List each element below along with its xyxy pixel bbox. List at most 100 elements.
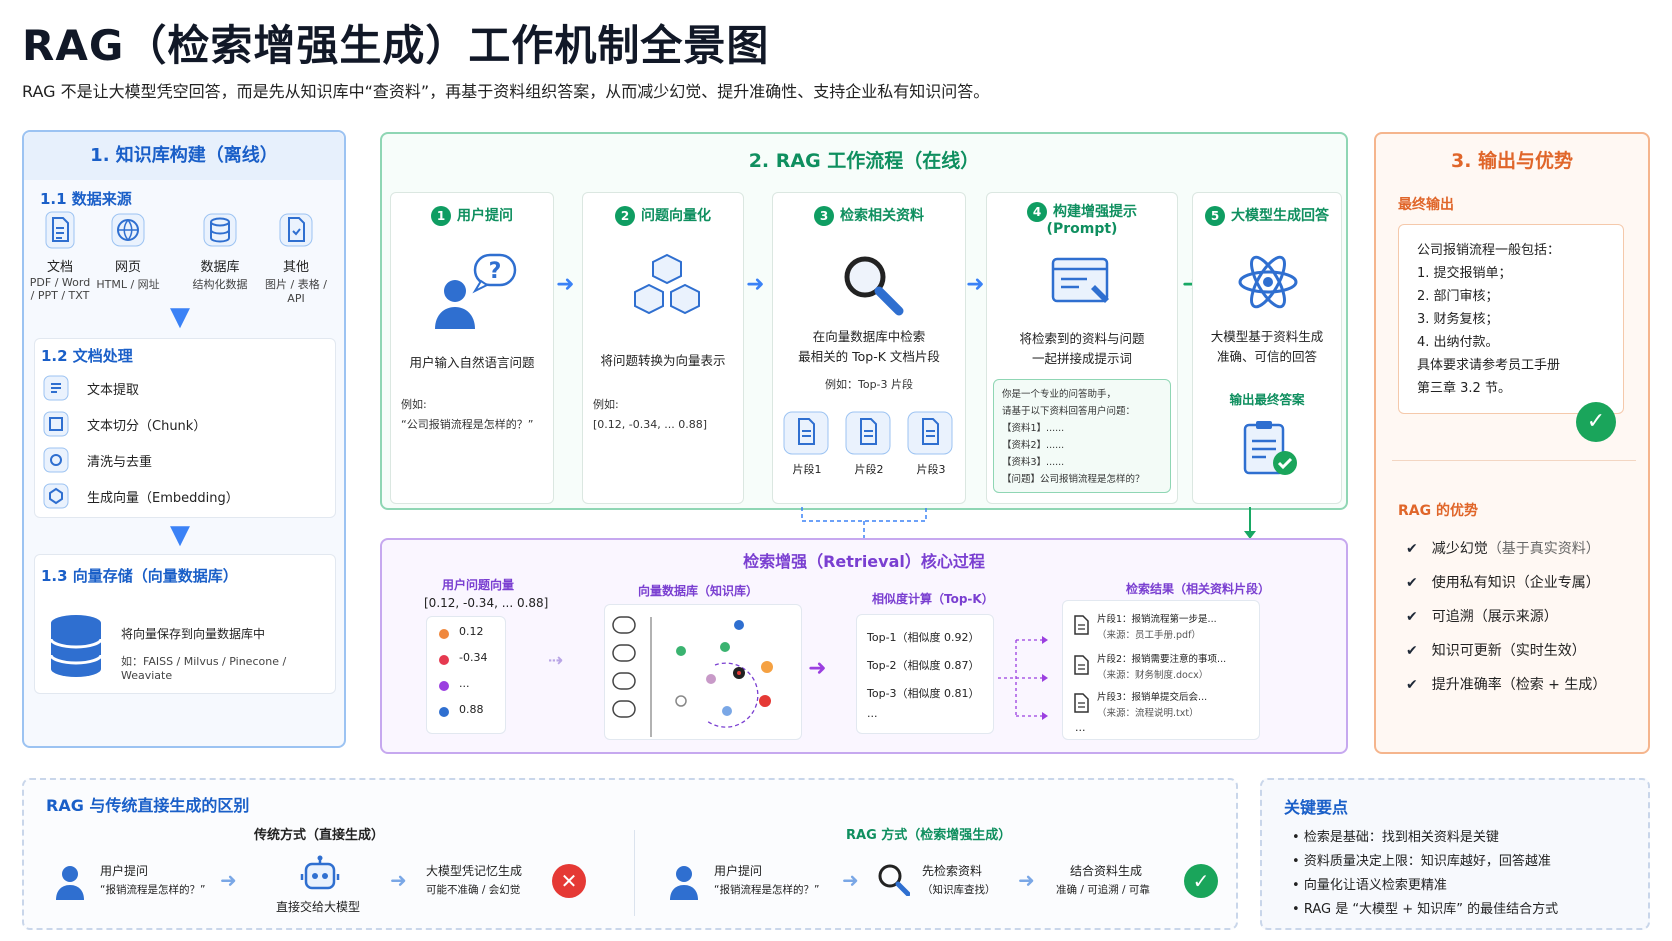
step-title-text: 大模型生成回答 [1231, 208, 1329, 224]
advantage-item: ✔减少幻觉（基于真实资料） [1406, 538, 1600, 558]
result-text: 片段3：报销单提交后会... [1097, 692, 1208, 703]
step1-title: 1 用户提问 [391, 205, 553, 226]
chunk-label: 片段3 [916, 463, 946, 476]
cubes-icon [629, 251, 705, 325]
prompt-line: 【问题】公司报销流程是怎样的？ [1002, 474, 1145, 485]
rag-middle-sub: （知识库查找） [922, 884, 996, 896]
panel-key-points: 关键要点 • 检索是基础：找到相关资料是关键 • 资料质量决定上限：知识库越好，… [1260, 778, 1650, 930]
step-number: 1 [431, 206, 451, 226]
step-title-text: 构建增强提示 [1053, 204, 1137, 220]
advantage-item: ✔使用私有知识（企业专属） [1406, 572, 1600, 592]
final-output-card: 公司报销流程一般包括： 1. 提交报销单； 2. 部门审核； 3. 财务复核； … [1398, 224, 1624, 414]
result-source: （来源：流程说明.txt） [1097, 708, 1199, 719]
x-icon: ✕ [552, 864, 586, 898]
source-sub-doc: PDF / Word / PPT / TXT [29, 276, 91, 302]
final-line: 4. 出纳付款。 [1417, 335, 1499, 350]
right-arrow-icon: ➜ [220, 868, 237, 892]
rag-result-sub: 准确 / 可追溯 / 可靠 [1056, 884, 1150, 896]
result-list: 片段1：报销流程第一步是... （来源：员工手册.pdf） 片段2：报销需要注意… [1062, 600, 1260, 740]
right-arrow-icon: ➜ [1018, 868, 1035, 892]
dot-icon [439, 629, 449, 639]
prompt-line: 【资料1】...... [1002, 423, 1065, 434]
advantage-note: （展示来源） [1473, 609, 1558, 625]
qv-title: 用户问题向量 [442, 578, 515, 592]
advantages-label: RAG 的优势 [1398, 503, 1478, 519]
section-vector-store: 1.3 向量存储（向量数据库） [41, 567, 238, 585]
step4-text1: 将检索到的资料与问题 [1019, 331, 1145, 346]
advantage-item: ✔可追溯（展示来源） [1406, 606, 1558, 626]
step-title-text: 检索相关资料 [840, 208, 924, 224]
user-icon [668, 864, 700, 904]
trad-question: 用户提问 [100, 864, 149, 878]
section-processing: 1.2 文档处理 [41, 347, 133, 365]
web-icon [108, 210, 148, 254]
chunk-label: 片段1 [792, 463, 822, 476]
final-line: 2. 部门审核； [1417, 289, 1499, 304]
qv-value: [0.12, -0.34, ... 0.88] [424, 596, 549, 610]
final-line: 具体要求请参考员工手册 [1417, 358, 1561, 373]
res-title: 检索结果（相关资料片段） [1126, 582, 1271, 596]
result-text: 片段1：报销流程第一步是... [1097, 614, 1217, 625]
document-icon [1073, 655, 1089, 679]
store-sub-text: 如：FAISS / Milvus / Pinecone / Weaviate [121, 655, 287, 682]
right-arrow-icon: ➜ [842, 868, 859, 892]
step1-text: 用户输入自然语言问题 [409, 355, 535, 370]
key-item-text: 检索是基础：找到相关资料是关键 [1303, 830, 1499, 845]
step2-text: 将问题转换为向量表示 [600, 353, 726, 368]
key-item: • 向量化让语义检索更精准 [1292, 878, 1447, 893]
check-icon: ✓ [1184, 864, 1218, 898]
sim-item: Top-2（相似度 0.87） [867, 659, 980, 672]
panel1-title: 1. 知识库构建（离线） [24, 132, 344, 180]
step5-output-label: 输出最终答案 [1229, 392, 1305, 407]
key-item: • RAG 是 “大模型 + 知识库” 的最佳结合方式 [1292, 902, 1559, 917]
robot-icon [300, 854, 340, 898]
prompt-line: 你是一个专业的问答助手， [1002, 389, 1117, 400]
divider [1392, 460, 1636, 461]
qv-item: ... [459, 677, 470, 690]
connector-lines [801, 507, 1256, 543]
right-arrow-icon: ➜ [746, 272, 765, 297]
qv-item: -0.34 [459, 651, 488, 664]
check-icon: ✔ [1406, 609, 1418, 625]
sim-list: Top-1（相似度 0.92） Top-2（相似度 0.87） Top-3（相似… [856, 614, 994, 734]
vdb-title: 向量数据库（知识库） [638, 584, 759, 598]
check-icon: ✔ [1406, 677, 1418, 693]
advantage-main: 知识可更新 [1431, 643, 1502, 659]
right-arrow-icon: ➜ [808, 656, 827, 681]
dot-icon [439, 681, 449, 691]
step4-title2: (Prompt) [1046, 221, 1118, 237]
atom-icon [1235, 249, 1301, 319]
panel2-title: 2. RAG 工作流程（在线） [748, 150, 980, 172]
source-label-doc: 文档 [46, 260, 73, 275]
advantage-item: ✔提升准确率（检索 + 生成） [1406, 674, 1606, 694]
key-item-text: 向量化让语义检索更精准 [1303, 878, 1447, 893]
qv-item: 0.88 [459, 703, 484, 716]
step3-title: 3 检索相关资料 [773, 205, 965, 226]
right-arrow-icon: ➜ [556, 272, 575, 297]
panel-retrieval: 检索增强（Retrieval）核心过程 用户问题向量 [0.12, -0.34,… [380, 538, 1348, 754]
right-arrow-icon: ➜ [390, 868, 407, 892]
check-icon: ✔ [1406, 541, 1418, 557]
diff-title: RAG 与传统直接生成的区别 [46, 796, 250, 815]
final-line: 1. 提交报销单； [1417, 266, 1512, 281]
retrieval-title: 检索增强（Retrieval）核心过程 [743, 552, 985, 571]
result-source: （来源：财务制度.docx） [1097, 670, 1209, 681]
final-output-label: 最终输出 [1398, 197, 1454, 213]
qv-list: 0.12 -0.34 ... 0.88 [426, 616, 506, 734]
step-number: 5 [1205, 206, 1225, 226]
rag-question-sub: “报销流程是怎样的？” [714, 884, 820, 896]
prompt-box: 你是一个专业的问答助手， 请基于以下资料回答用户问题： 【资料1】...... … [993, 379, 1171, 493]
source-label-web: 网页 [114, 260, 141, 275]
step1-ex-label: 例如: [401, 398, 427, 411]
step-title-text: 用户提问 [457, 208, 513, 224]
prompt-line: 【资料2】...... [1002, 440, 1065, 451]
step-number: 2 [615, 206, 635, 226]
trad-result: 大模型凭记忆生成 [426, 864, 523, 878]
processing-card: 1.2 文档处理 文本提取 文本切分（Chunk） 清洗与去重 生成向量（Emb… [34, 338, 336, 518]
step-number: 3 [814, 206, 834, 226]
vector-store-card: 1.3 向量存储（向量数据库） 将向量保存到向量数据库中 如：FAISS / M… [34, 554, 336, 694]
